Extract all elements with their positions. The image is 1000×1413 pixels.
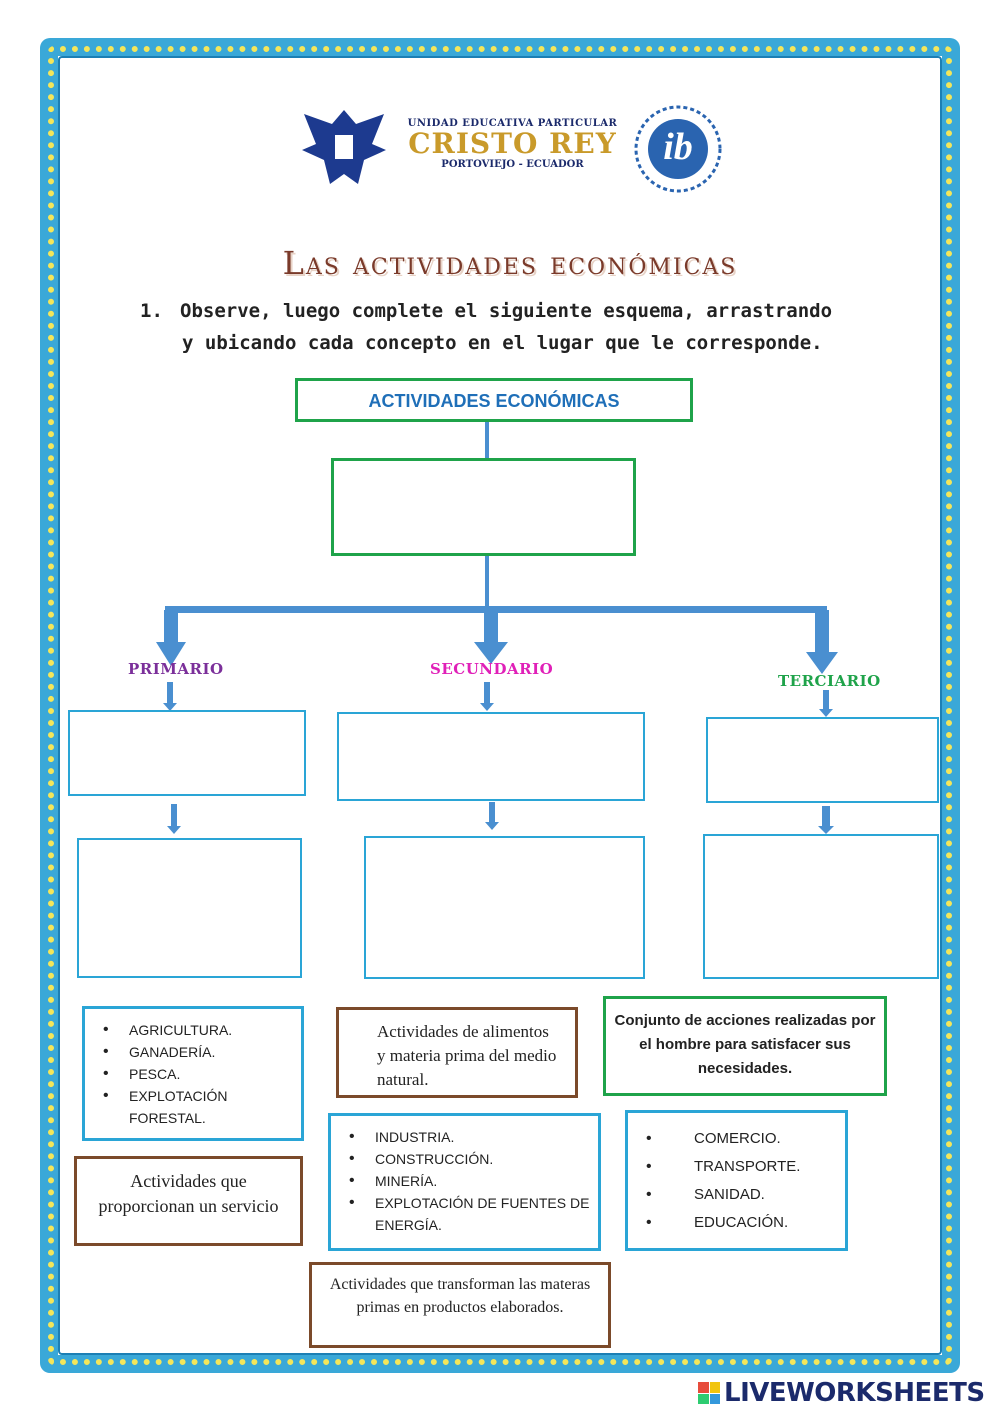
primary-list: AGRICULTURA. GANADERÍA. PESCA. EXPLOTACI… [91, 1019, 295, 1129]
page-frame-dots [48, 46, 952, 1365]
category-secundario: SECUNDARIO [430, 660, 554, 678]
card-primary-list[interactable]: AGRICULTURA. GANADERÍA. PESCA. EXPLOTACI… [82, 1006, 304, 1141]
instruction-number: 1. [140, 300, 163, 322]
school-line2: PORTOVIEJO - ECUADOR [441, 159, 584, 170]
list-item: MINERÍA. [337, 1170, 592, 1192]
primary-definition-text: Actividades de alimentos y materia prima… [377, 1022, 557, 1089]
card-tertiary-list[interactable]: COMERCIO. TRANSPORTE. SANIDAD. EDUCACIÓN… [625, 1110, 848, 1251]
card-secondary-list[interactable]: INDUSTRIA. CONSTRUCCIÓN. MINERÍA. EXPLOT… [328, 1113, 601, 1251]
instruction-line2: y ubicando cada concepto en el lugar que… [182, 332, 823, 354]
instruction: 1. Observe, luego complete el siguiente e… [140, 295, 880, 359]
liveworksheets-text: LIVEWORKSHEETS [724, 1378, 985, 1408]
tertiary-definition-text: Actividades que proporcionan un servicio [98, 1171, 279, 1216]
list-item: TRANSPORTE. [634, 1153, 839, 1181]
root-label: ACTIVIDADES ECONÓMICAS [368, 391, 620, 411]
tertiary-list: COMERCIO. TRANSPORTE. SANIDAD. EDUCACIÓN… [634, 1125, 839, 1237]
category-terciario: TERCIARIO [778, 672, 881, 690]
school-name: CRISTO REY [408, 127, 617, 160]
category-primario: PRIMARIO [128, 660, 224, 678]
secondary-definition-text: Actividades que transforman las materas … [329, 1276, 591, 1316]
page-frame-inner [58, 56, 942, 1355]
list-item: AGRICULTURA. [91, 1019, 295, 1041]
drop-zone-primary-definition[interactable] [68, 710, 306, 796]
list-item: EDUCACIÓN. [634, 1209, 839, 1237]
drop-zone-primary-examples[interactable] [77, 838, 302, 978]
card-secondary-definition[interactable]: Actividades que transforman las materas … [309, 1262, 611, 1348]
school-line1: UNIDAD EDUCATIVA PARTICULAR [407, 118, 618, 129]
list-item: CONSTRUCCIÓN. [337, 1148, 592, 1170]
concept-definition-text: Conjunto de acciones realizadas por el h… [614, 1012, 876, 1077]
liveworksheets-logo: LIVEWORKSHEETS [698, 1378, 998, 1410]
page-title: Las actividades económicas [282, 244, 738, 282]
school-name-block: UNIDAD EDUCATIVA PARTICULAR CRISTO REY P… [405, 118, 620, 170]
ib-logo-text: ib [663, 126, 693, 168]
list-item: EXPLOTACIÓN FORESTAL. [91, 1085, 295, 1129]
drop-zone-secondary-definition[interactable] [337, 712, 645, 801]
school-crest-logo [298, 100, 390, 192]
drop-zone-definition[interactable] [331, 458, 636, 556]
liveworksheets-logo-icon [698, 1382, 720, 1404]
card-tertiary-definition[interactable]: Actividades que proporcionan un servicio [74, 1156, 303, 1246]
list-item: INDUSTRIA. [337, 1126, 592, 1148]
drop-zone-tertiary-examples[interactable] [703, 834, 939, 979]
instruction-line1: Observe, luego complete el siguiente esq… [180, 300, 833, 322]
list-item: PESCA. [91, 1063, 295, 1085]
root-box: ACTIVIDADES ECONÓMICAS [295, 378, 693, 422]
list-item: COMERCIO. [634, 1125, 839, 1153]
drop-zone-secondary-examples[interactable] [364, 836, 645, 979]
drop-zone-tertiary-definition[interactable] [706, 717, 939, 803]
list-item: GANADERÍA. [91, 1041, 295, 1063]
card-primary-definition[interactable]: Actividades de alimentos y materia prima… [336, 1007, 578, 1098]
list-item: SANIDAD. [634, 1181, 839, 1209]
ib-logo: ib [632, 103, 724, 195]
secondary-list: INDUSTRIA. CONSTRUCCIÓN. MINERÍA. EXPLOT… [337, 1126, 592, 1236]
card-concept-definition[interactable]: Conjunto de acciones realizadas por el h… [603, 996, 887, 1096]
list-item: EXPLOTACIÓN DE FUENTES DE ENERGÍA. [337, 1192, 592, 1236]
